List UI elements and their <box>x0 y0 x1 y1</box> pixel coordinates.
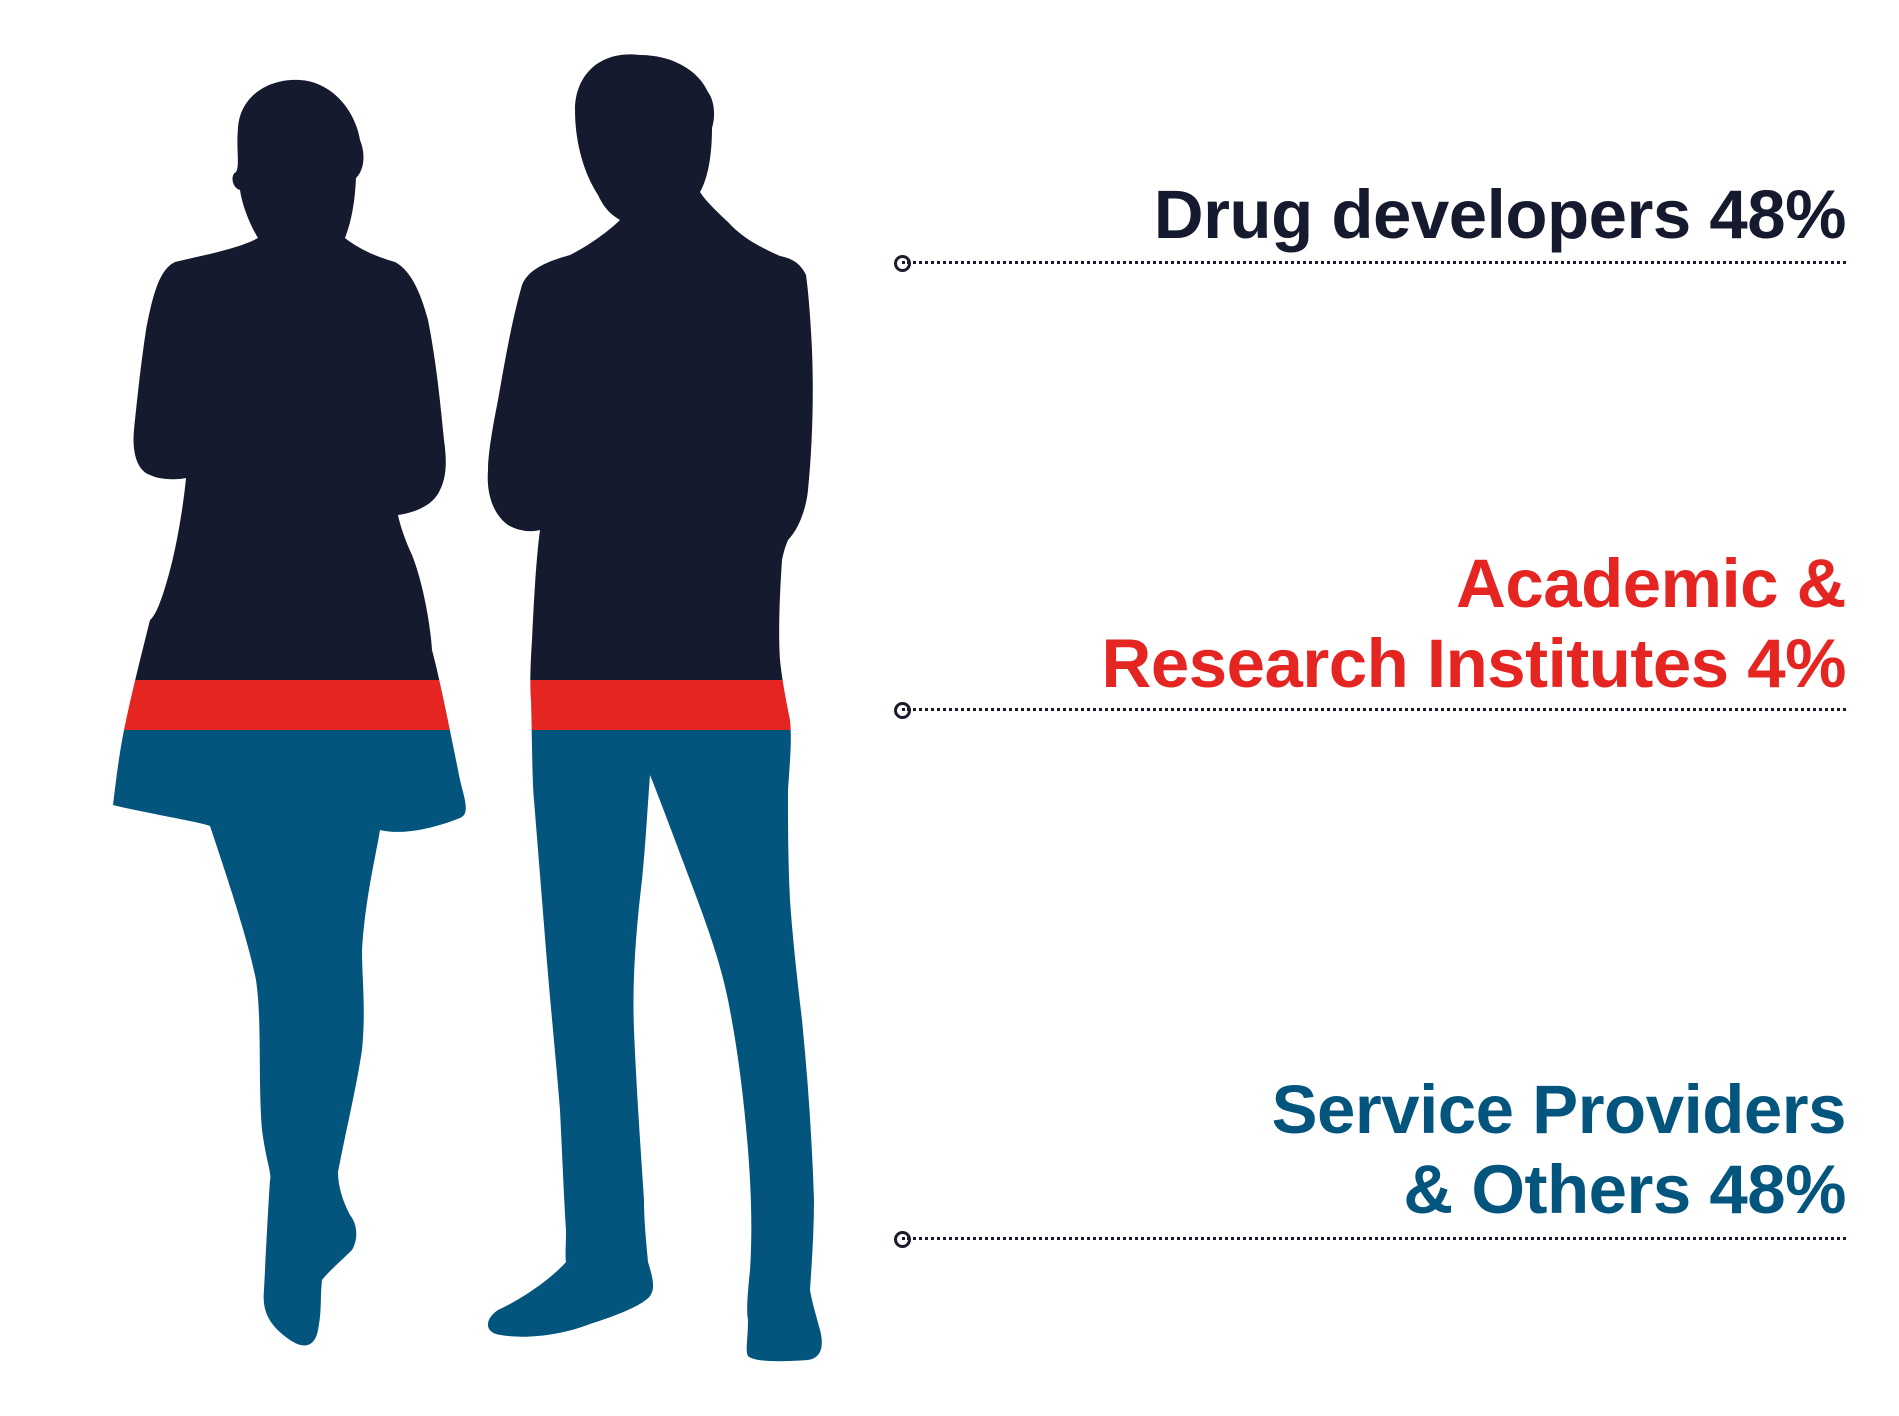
service-providers-leader-line <box>902 1237 1846 1240</box>
service-providers-label: Service Providers & Others 48% <box>1271 1070 1846 1230</box>
drug-developers-band <box>113 54 822 680</box>
academic-band <box>113 680 822 730</box>
academic-label-line-2: Research Institutes 4% <box>1101 625 1847 702</box>
academic-label-line-1: Academic & <box>1456 545 1847 622</box>
silhouette-figure <box>113 54 822 1362</box>
service-providers-band <box>113 730 822 1362</box>
service-providers-label-line-2: & Others 48% <box>1403 1151 1846 1228</box>
academic-leader-line <box>902 708 1846 711</box>
service-providers-label-line-1: Service Providers <box>1271 1071 1846 1148</box>
drug-developers-label: Drug developers 48% <box>1153 175 1847 255</box>
drug-developers-label-line-1: Drug developers 48% <box>1153 176 1847 253</box>
drug-developers-leader-line <box>902 261 1846 264</box>
academic-label: Academic & Research Institutes 4% <box>1101 544 1847 704</box>
